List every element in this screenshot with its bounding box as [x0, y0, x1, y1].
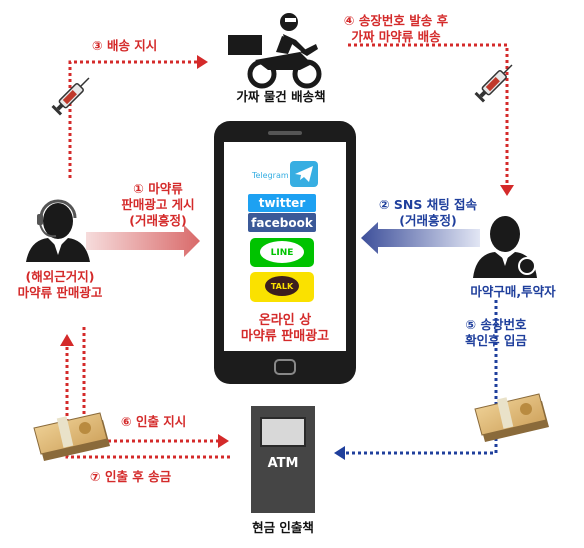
phone-caption-line2: 마약류 판매광고 — [240, 329, 330, 344]
telegram-label: Telegram — [252, 171, 289, 180]
syringe-icon — [51, 77, 90, 116]
step-2-label: ② SNS 채팅 접속 (거래흥정) — [367, 197, 489, 229]
line-label: LINE — [270, 248, 294, 258]
line-bubble-icon — [260, 241, 304, 263]
withdrawer-label: 현금 인출책 — [252, 520, 314, 535]
step-5-line1: 송장번호 — [480, 317, 527, 332]
seller-label: (해외근거지) 마약류 판매광고 — [4, 269, 116, 301]
step-2-line2: (거래흥정) — [399, 213, 457, 228]
step-1-num: ① — [133, 181, 144, 196]
step-2-num: ② — [378, 197, 390, 212]
step-5-label: ⑤ 송장번호 확인후 입금 — [446, 317, 546, 349]
arrow-courier-to-buyer — [348, 43, 509, 185]
step-5-line2: 확인후 입금 — [465, 333, 527, 348]
telegram-plane-icon — [295, 166, 313, 182]
twitter-logo-bg — [248, 194, 316, 212]
step-7-num: ⑦ — [90, 469, 101, 484]
arrow-seller-to-courier — [68, 60, 197, 178]
talk-label: TALK — [270, 282, 294, 291]
phone-caption-line1: 온라인 상 — [258, 313, 312, 328]
arrowhead-s5 — [334, 446, 345, 460]
step-4-line1: 송장번호 발송 후 — [358, 13, 449, 28]
twitter-label: twitter — [258, 196, 306, 210]
cash-icon — [474, 393, 549, 442]
atm-label: ATM — [267, 456, 299, 471]
arrowhead-s4 — [500, 185, 514, 196]
step-6-text: 인출 지시 — [135, 414, 187, 429]
courier-label: 가짜 물건 배송책 — [236, 89, 326, 104]
step-6-label: ⑥ 인출 지시 — [121, 414, 186, 430]
talk-bubble-icon — [265, 276, 299, 296]
arrowhead-s3 — [197, 55, 208, 69]
step-4-label: ④ 송장번호 발송 후 가짜 마약류 배송 — [328, 13, 464, 45]
block-arrow-s1 — [86, 225, 200, 257]
seller-label-line1: (해외근거지) — [25, 269, 95, 284]
arrow-buyer-to-atm — [345, 300, 498, 455]
syringe-icon — [474, 64, 513, 103]
step-7-text: 인출 후 송금 — [104, 469, 172, 484]
atm-machine — [251, 406, 315, 513]
step-4-line2: 가짜 마약류 배송 — [351, 29, 441, 44]
person-icon — [473, 216, 537, 278]
step-1-line1: 마약류 — [148, 181, 183, 196]
step-4-num: ④ — [343, 13, 355, 28]
cash-icon — [33, 412, 110, 461]
person-headset-icon — [26, 199, 90, 262]
facebook-logo-bg — [248, 213, 316, 232]
arrowhead-s6 — [218, 434, 229, 448]
arrowhead-s7 — [60, 334, 74, 346]
seller-label-line2: 마약류 판매광고 — [17, 285, 103, 300]
step-1-label: ① 마약류 판매광고 게시 (거래흥정) — [108, 181, 208, 229]
step-3-text: 배송 지시 — [106, 38, 158, 53]
phone-caption: 온라인 상 마약류 판매광고 — [224, 313, 346, 345]
step-5-num: ⑤ — [465, 317, 477, 332]
step-6-num: ⑥ — [121, 414, 132, 429]
step-3-num: ③ — [92, 38, 103, 53]
motorcycle-icon — [228, 13, 322, 89]
step-3-label: ③ 배송 지시 — [92, 38, 157, 54]
step-1-line3: (거래흥정) — [129, 213, 187, 228]
block-arrow-s2 — [361, 222, 480, 254]
step-1-line2: 판매광고 게시 — [121, 197, 195, 212]
step-7-label: ⑦ 인출 후 송금 — [90, 469, 171, 485]
buyer-label: 마약구매,투약자 — [470, 284, 556, 299]
arrow-atm-to-seller — [65, 346, 230, 459]
facebook-label: facebook — [251, 216, 313, 230]
step-2-line1: SNS 채팅 접속 — [393, 197, 478, 212]
